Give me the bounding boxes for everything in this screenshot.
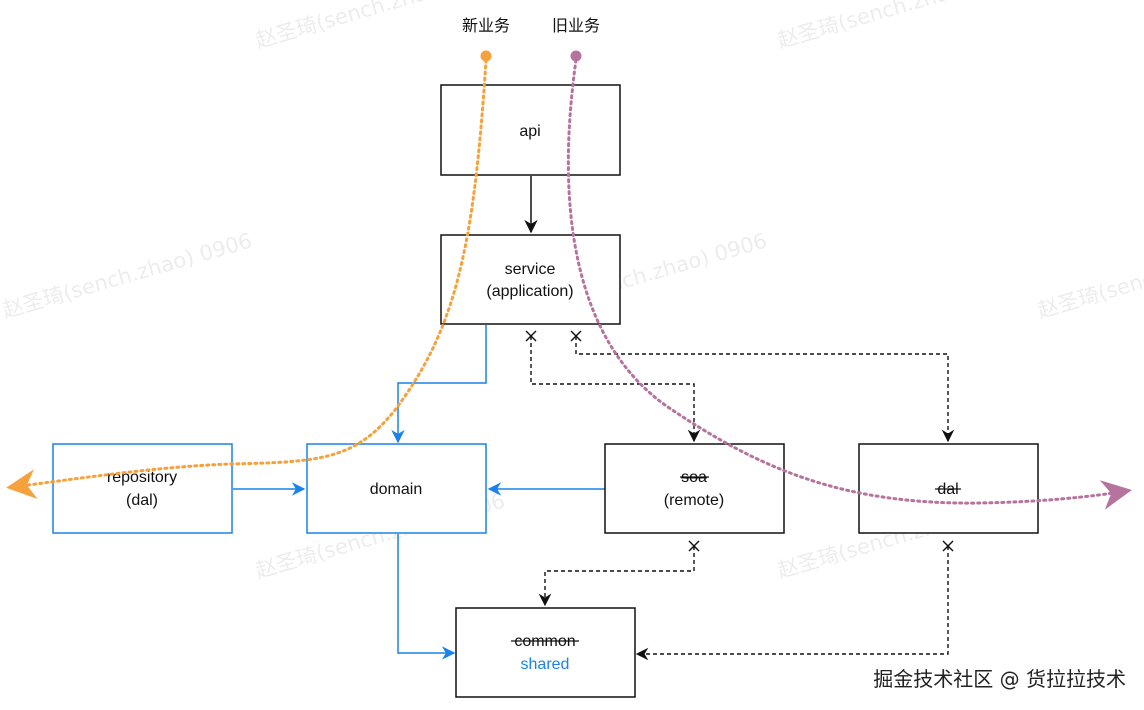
node-domain: domain (306, 443, 487, 534)
edge-service-dal-removed (575, 336, 955, 443)
footer-credit: 掘金技术社区 @ 货拉拉技术 (873, 667, 1126, 691)
node-common-shared: common shared (455, 607, 636, 698)
cross-icon (570, 330, 582, 342)
edge-service-domain (391, 325, 487, 444)
edge-dal-common-removed (635, 546, 949, 661)
legend-old-business-label: 旧业务 (552, 16, 600, 35)
node-repository: repository (dal) (52, 443, 233, 534)
edge-domain-shared (397, 534, 456, 660)
removed-markers (525, 330, 954, 552)
node-api-label: api (519, 123, 540, 140)
legend-new-business-label: 新业务 (462, 16, 510, 35)
node-service: service (application) (440, 234, 621, 325)
old-business-dot (570, 50, 582, 62)
legend: 新业务 旧业务 (462, 16, 600, 35)
node-service-label: service (505, 261, 556, 278)
watermark: 赵圣琦(sench.zhao) 0906 (1035, 229, 1144, 323)
node-service-sublabel: (application) (486, 283, 573, 300)
blue-edges (233, 325, 605, 660)
watermark: 赵圣琦(sench.zhao) 0906 (0, 229, 255, 323)
edge-service-soa-removed (530, 336, 701, 443)
cross-icon (525, 330, 537, 342)
edge-soa-common-removed (538, 546, 695, 607)
node-api: api (440, 84, 621, 176)
node-shared-label: shared (521, 656, 570, 673)
node-soa: soa (remote) (604, 443, 785, 534)
cross-icon (688, 540, 700, 552)
dashed-edges (530, 336, 955, 661)
node-domain-label: domain (370, 481, 422, 498)
cross-icon (942, 540, 954, 552)
node-dal: dal (858, 443, 1039, 534)
new-business-dot (480, 50, 492, 62)
flow-old-business (566, 50, 1132, 510)
node-soa-sublabel: (remote) (664, 492, 724, 509)
watermark: 赵圣琦(sench.zhao) 0906 (775, 0, 1030, 53)
node-repository-sublabel: (dal) (126, 492, 158, 509)
flow-new-business (6, 50, 492, 500)
